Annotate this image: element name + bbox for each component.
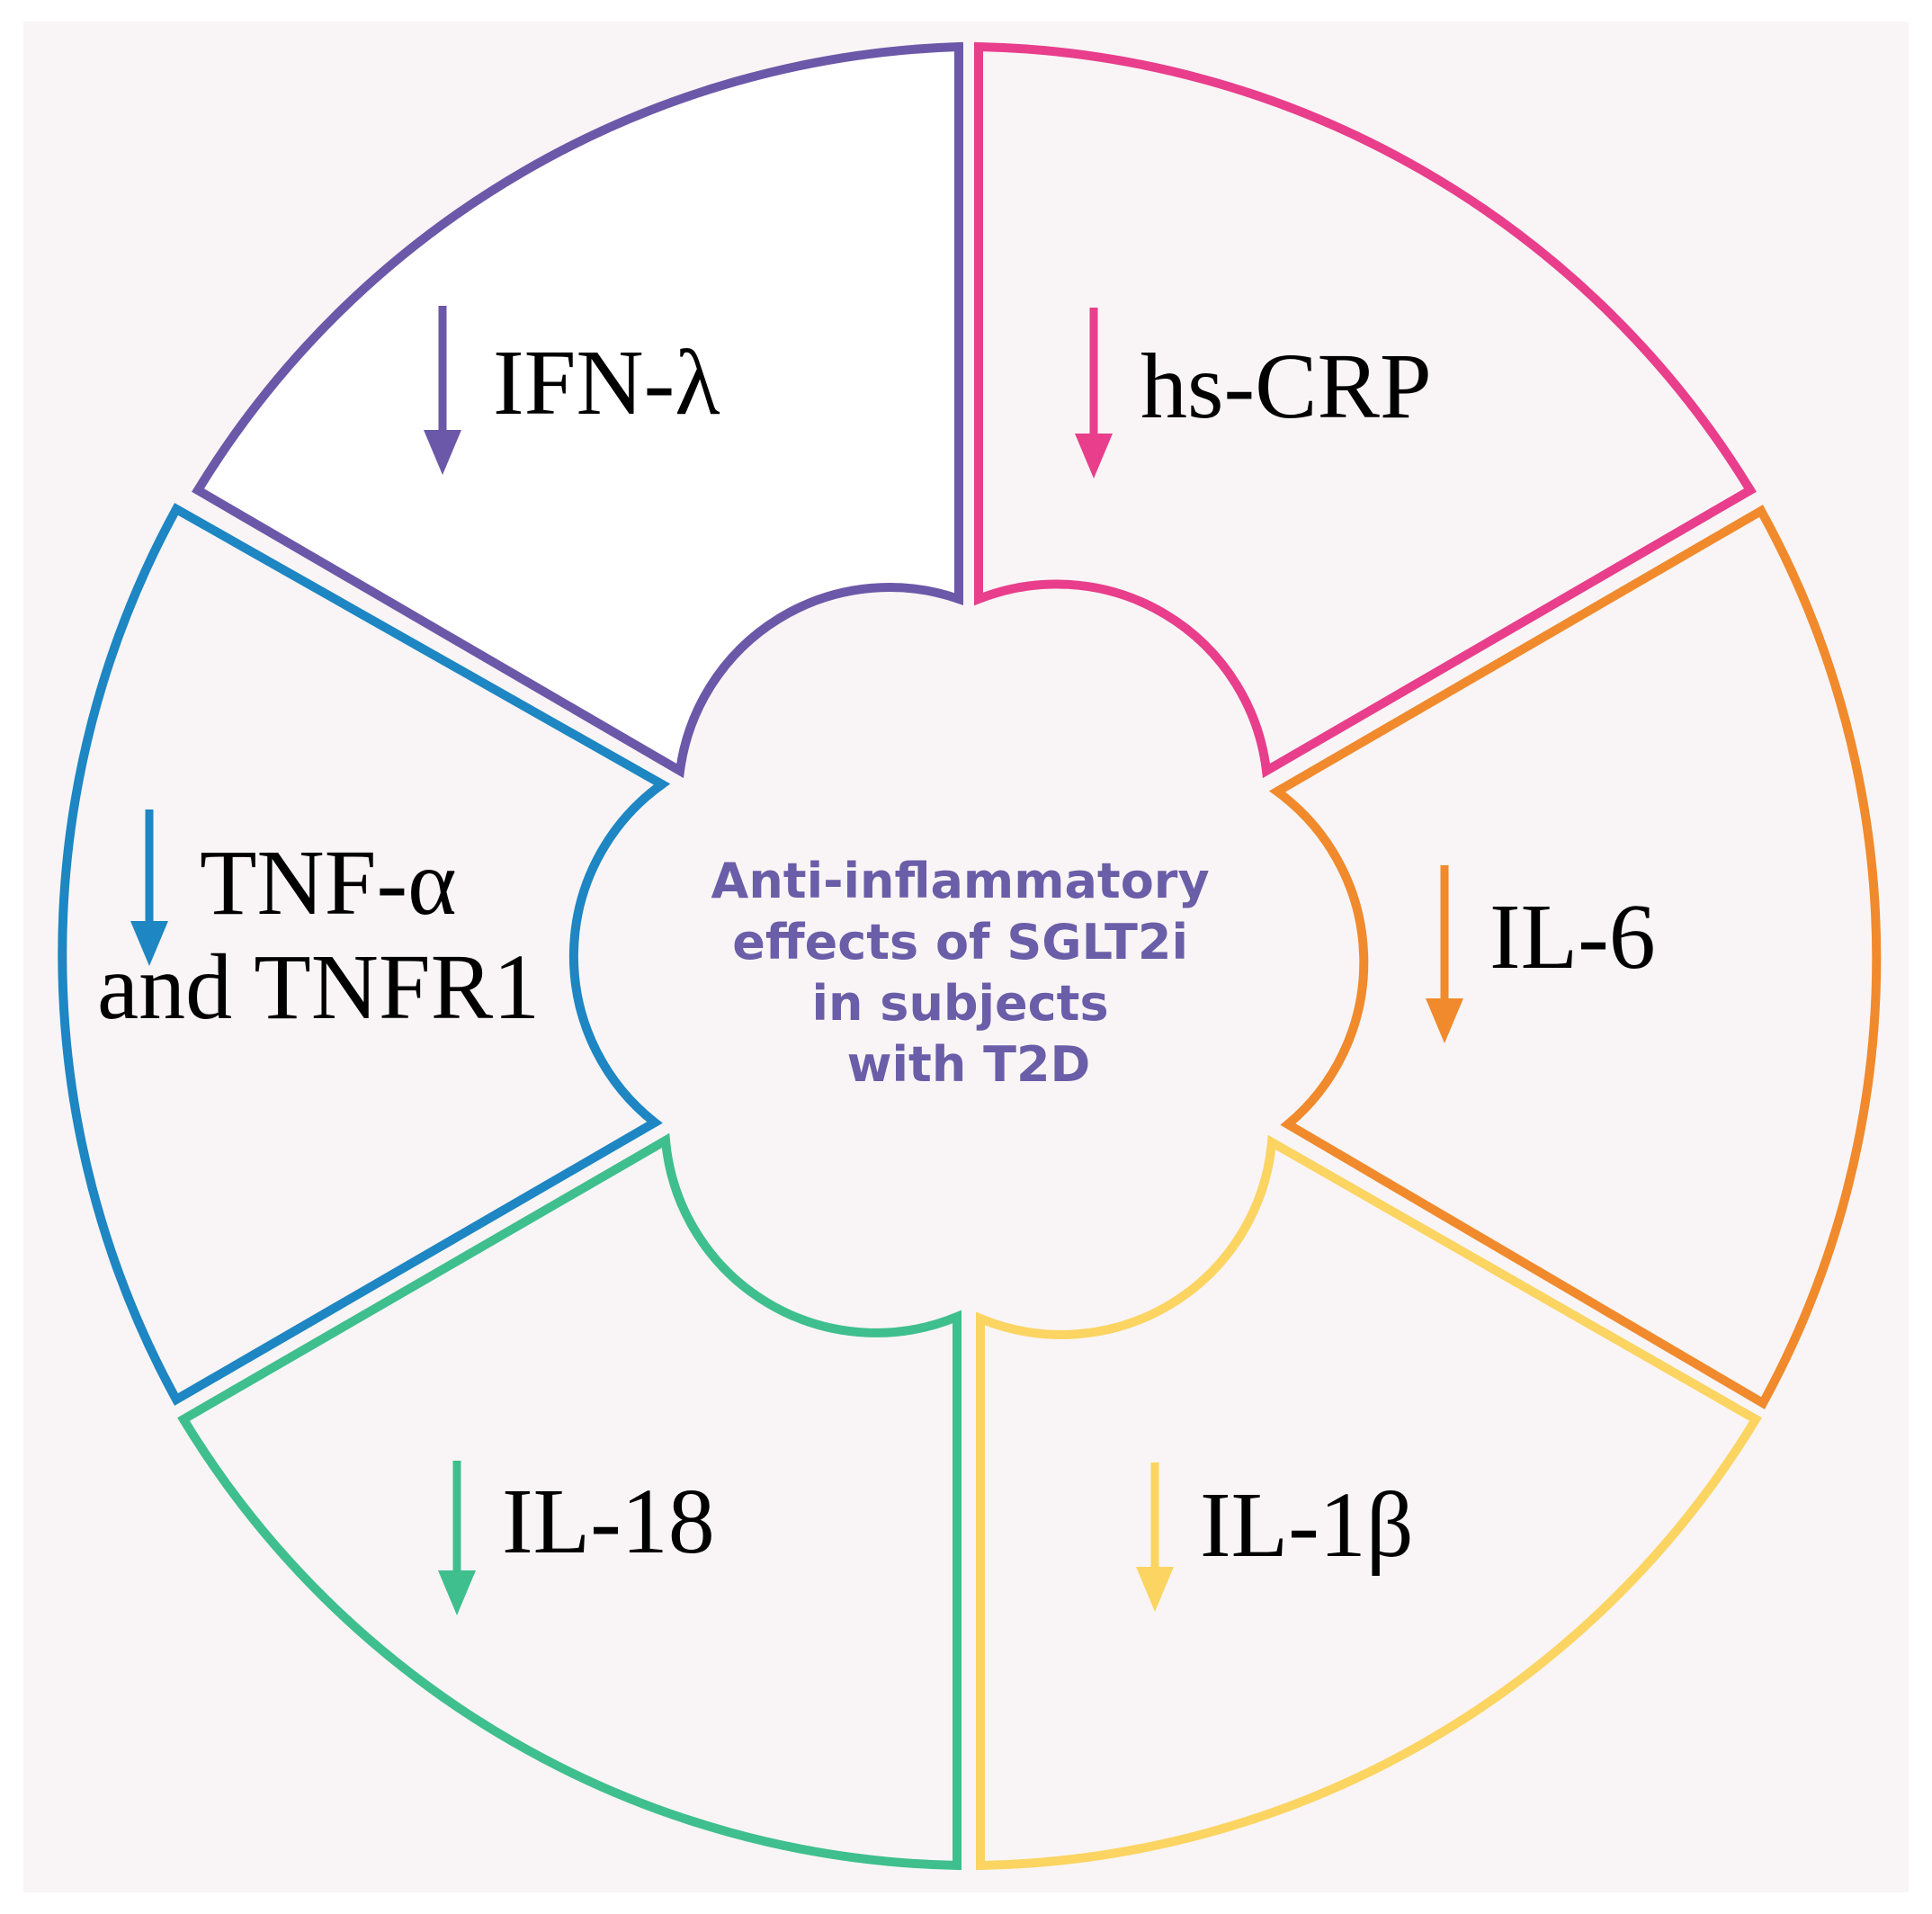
label-tnf-alpha: TNF-α and TNFR1 bbox=[97, 831, 540, 1039]
label-il-6: IL-6 bbox=[1489, 885, 1656, 988]
segment-tnf-alpha-shape bbox=[58, 503, 671, 1406]
down-arrow-icon bbox=[438, 1461, 476, 1615]
label-hs-crp-line: hs-CRP bbox=[1140, 335, 1432, 438]
label-il-1beta: IL-1β bbox=[1200, 1473, 1414, 1577]
center-title-line-2: effects of SGLT2i bbox=[732, 914, 1188, 970]
center-title-line-4: with T2D bbox=[847, 1036, 1091, 1093]
segment-il-1beta: IL-1β bbox=[976, 1134, 1762, 1871]
label-ifn-lambda-line: IFN-λ bbox=[493, 331, 720, 434]
label-il-18: IL-18 bbox=[502, 1470, 715, 1573]
segment-il-1beta-shape bbox=[976, 1134, 1762, 1871]
down-arrow-icon bbox=[424, 306, 461, 475]
down-arrow-icon bbox=[1136, 1462, 1174, 1612]
center-title-line-3: in subjects bbox=[812, 975, 1109, 1032]
down-arrow-icon bbox=[1075, 308, 1113, 478]
center-title-line-1: Anti-inflammatory bbox=[711, 853, 1210, 909]
label-il-1beta-line: IL-1β bbox=[1200, 1473, 1414, 1577]
segment-ifn-lambda: IFN-λ bbox=[192, 41, 963, 779]
segment-il-6: IL-6 bbox=[1268, 505, 1882, 1409]
label-ifn-lambda: IFN-λ bbox=[493, 331, 720, 434]
segment-hs-crp-shape bbox=[974, 41, 1757, 779]
segment-tnf-alpha: TNF-α and TNFR1 bbox=[58, 503, 671, 1406]
center-title: Anti-inflammatory effects of SGLT2i in s… bbox=[711, 853, 1227, 1093]
segment-il-18: IL-18 bbox=[177, 1132, 962, 1871]
label-il-6-line: IL-6 bbox=[1489, 885, 1656, 988]
down-arrow-icon bbox=[130, 809, 168, 966]
segment-hs-crp: hs-CRP bbox=[974, 41, 1757, 779]
center-circle bbox=[636, 624, 1301, 1290]
label-tnf-alpha-line-2: and TNFR1 bbox=[97, 935, 540, 1039]
down-arrow-icon bbox=[1426, 865, 1463, 1043]
label-il-18-line: IL-18 bbox=[502, 1470, 715, 1573]
label-hs-crp: hs-CRP bbox=[1140, 335, 1432, 438]
segment-il-18-shape bbox=[177, 1132, 962, 1871]
segment-ifn-lambda-shape bbox=[192, 41, 963, 779]
segment-il-6-shape bbox=[1268, 505, 1882, 1409]
label-tnf-alpha-line-1: TNF-α bbox=[200, 831, 457, 935]
center-hub: Anti-inflammatory effects of SGLT2i in s… bbox=[636, 624, 1301, 1290]
